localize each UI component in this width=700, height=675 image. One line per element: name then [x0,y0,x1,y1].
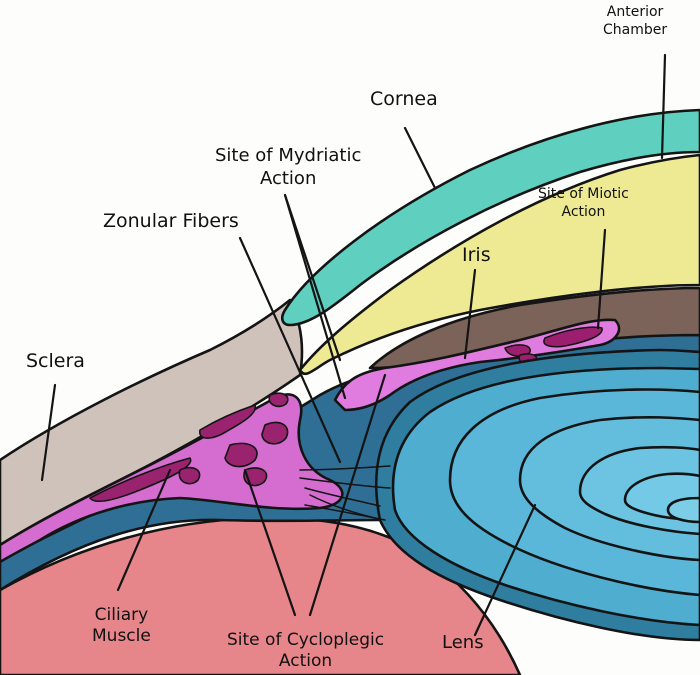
leader-cornea [403,126,437,190]
leader-ciliary [116,468,172,592]
leader-cycloplegic-1 [243,468,297,617]
label-lens: Lens [442,632,484,653]
leader-lens [473,503,537,637]
leader-mydriatic-2 [283,193,347,400]
zonular-fibers [299,465,391,521]
label-zonular-fibers: Zonular Fibers [103,210,239,232]
label-anterior-chamber: Anterior Chamber [603,4,668,38]
label-mydriatic-site: Site of Mydriatic Action [215,145,362,189]
ciliary-muscle-mass [0,393,344,564]
ciliary-muscle-bundles [89,392,289,502]
leader-lines [40,53,667,637]
label-miotic-site: Site of Miotic Action [538,186,629,220]
leader-iris [463,268,477,360]
label-ciliary-muscle: Ciliary Muscle [92,605,151,647]
label-iris: Iris [462,244,491,266]
leader-miotic [596,228,607,330]
label-sclera: Sclera [26,350,85,372]
leader-sclera [40,383,57,482]
label-cornea: Cornea [370,88,438,110]
iris-sphincter-muscle [504,326,603,365]
leader-zonular [238,236,342,464]
vitreous-region [0,516,522,675]
label-cycloplegic-site: Site of Cycloplegic Action [227,630,385,672]
leader-anterior-chamber [660,53,667,160]
cornea-region [280,108,700,327]
leader-cycloplegic-2 [308,373,387,617]
lens [374,348,700,642]
lens-nucleus [666,496,700,524]
